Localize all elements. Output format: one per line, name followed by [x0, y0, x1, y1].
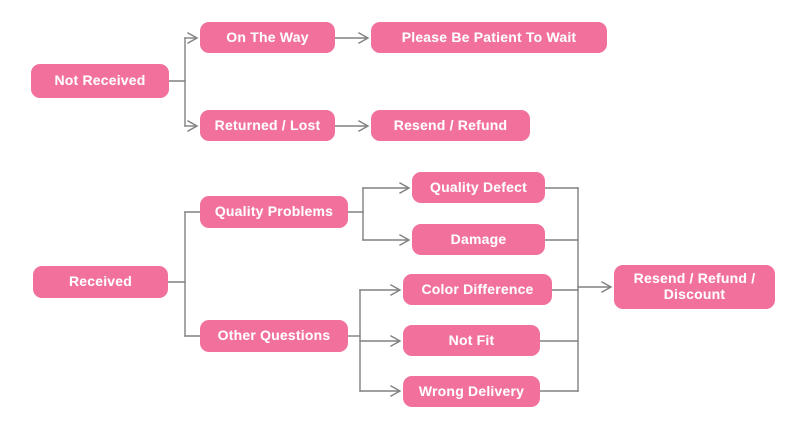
- arrow-not-fit: [390, 335, 402, 347]
- node-not-received[interactable]: Not Received: [31, 64, 169, 98]
- node-label: On The Way: [226, 28, 309, 45]
- node-received[interactable]: Received: [33, 266, 168, 298]
- arrow-damage: [399, 234, 411, 246]
- node-label: Resend / Refund / Discount: [633, 270, 756, 302]
- node-label: Other Questions: [217, 327, 331, 344]
- arrow-color-difference: [390, 284, 402, 296]
- arrow-please-be-patient: [358, 32, 370, 44]
- node-damage[interactable]: Damage: [412, 224, 545, 255]
- arrow-quality-defect: [399, 182, 411, 194]
- node-label: Not Fit: [448, 331, 495, 348]
- node-label: Color Difference: [421, 280, 534, 297]
- node-quality-defect[interactable]: Quality Defect: [412, 172, 545, 203]
- node-please-be-patient-to-wait[interactable]: Please Be Patient To Wait: [371, 22, 607, 53]
- arrow-on-the-way: [187, 32, 199, 44]
- arrow-resend-refund: [358, 120, 370, 132]
- node-label: Returned / Lost: [214, 116, 321, 133]
- node-label: Damage: [450, 230, 507, 247]
- node-label: Please Be Patient To Wait: [401, 28, 577, 45]
- arrow-resolution: [601, 281, 613, 293]
- node-label: Received: [68, 273, 133, 290]
- node-label: Quality Defect: [430, 178, 527, 195]
- node-resend-refund-discount[interactable]: Resend / Refund / Discount: [614, 265, 775, 309]
- node-label: Resend / Refund: [393, 116, 508, 133]
- node-not-fit[interactable]: Not Fit: [403, 325, 540, 356]
- node-on-the-way[interactable]: On The Way: [200, 22, 335, 53]
- node-label: Quality Problems: [214, 203, 334, 220]
- node-returned-lost[interactable]: Returned / Lost: [200, 110, 335, 141]
- node-resend-refund[interactable]: Resend / Refund: [371, 110, 530, 141]
- node-label: Wrong Delivery: [418, 382, 525, 399]
- arrow-wrong-delivery: [390, 385, 402, 397]
- node-other-questions[interactable]: Other Questions: [200, 320, 348, 352]
- node-wrong-delivery[interactable]: Wrong Delivery: [403, 376, 540, 407]
- node-quality-problems[interactable]: Quality Problems: [200, 196, 348, 228]
- arrow-returned-lost: [187, 120, 199, 132]
- node-label: Not Received: [54, 72, 146, 89]
- node-color-difference[interactable]: Color Difference: [403, 274, 552, 305]
